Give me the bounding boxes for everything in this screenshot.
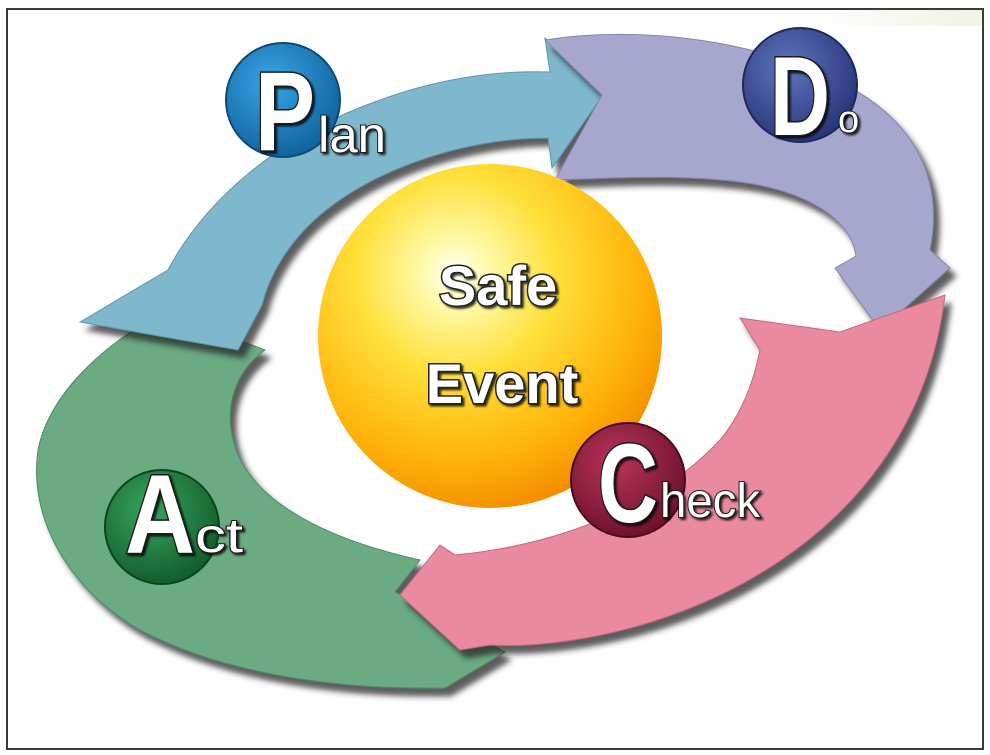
check-badge: C heck [570, 420, 762, 548]
check-badge-circle [570, 422, 686, 538]
center-line-2: Event [426, 352, 579, 415]
act-badge: A ct [104, 451, 244, 585]
act-badge-circle [104, 469, 220, 585]
center-line-1: Safe [439, 254, 557, 317]
plan-rest: lan [318, 107, 386, 163]
safe-event-sphere [318, 164, 662, 508]
do-rest: o [838, 99, 859, 141]
do-badge: D o [742, 27, 860, 161]
check-arrow [399, 294, 946, 651]
act-arrow [36, 311, 507, 689]
corner-tint [822, 10, 982, 26]
check-rest: heck [660, 475, 761, 528]
check-letter: C [598, 421, 658, 546]
act-rest: ct [195, 510, 243, 563]
act-letter: A [125, 452, 195, 577]
do-letter: D [770, 34, 830, 159]
plan-badge: P lan [225, 42, 387, 176]
do-badge-circle [742, 27, 858, 143]
plan-letter: P [255, 49, 315, 174]
plan-badge-circle [225, 42, 341, 158]
